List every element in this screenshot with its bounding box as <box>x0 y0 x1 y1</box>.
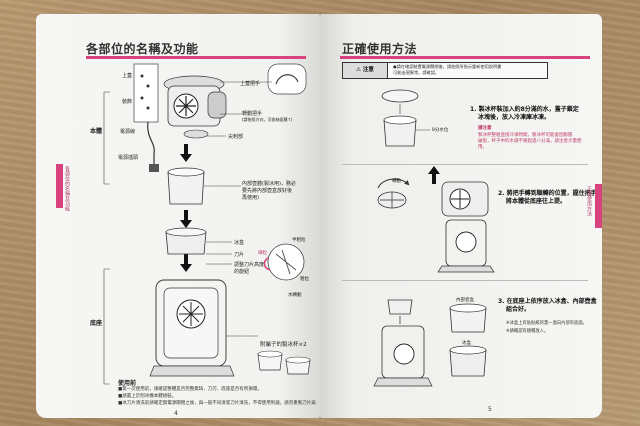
step-divider-2 <box>342 280 588 281</box>
warning-line-2: 可能出現異常，請確認。 <box>393 70 440 75</box>
label-knob-fine: 細粒 <box>258 251 267 256</box>
left-title-underline <box>86 56 306 59</box>
label-blade: 刀片 <box>234 252 245 258</box>
step-3-note-2: ※請確認有順暢放入。 <box>506 329 549 334</box>
label-inner-cup: 內部壺體(製冰用)，務必 <box>242 181 296 187</box>
label-inner-cup-2: 要先將內部壺盒放好後 <box>242 188 293 194</box>
label-knob-coarse: 粗粒 <box>300 277 309 282</box>
warning-box: ⚠ 注意 ●請在確認裝置電源關閉後，請依照所指示重新使用說明書 可能出現異常，請… <box>342 62 548 79</box>
step-1-note-title: 請注意 <box>478 126 492 131</box>
step-1-text-2: 冰塊後，放入冷凍庫冰凍。 <box>478 114 551 121</box>
left-side-tab-text: 各部位的名稱及功能 <box>64 166 70 211</box>
label-inner-cup-3: 再使用) <box>242 195 259 201</box>
label-turn-handle: 轉動把手 <box>242 111 263 117</box>
left-side-tab <box>56 164 63 208</box>
step-2-text: 2. 將把手轉到順轉的位置，握住把手 <box>498 190 597 197</box>
right-side-tab-text: 正確使用方法 <box>586 186 592 216</box>
label-blade-adjust: 調整刀片高度 <box>234 262 265 268</box>
label-blade-part: 尖刺部 <box>228 134 244 140</box>
label-knob-half: 半粗粒 <box>292 238 306 243</box>
step-3-text-2: 組合好。 <box>506 306 531 313</box>
right-side-tab <box>595 184 602 228</box>
step-1-text: 1. 製冰杯裝加入約8分滿的水，蓋子鎖定 <box>470 106 579 113</box>
right-page: 正確使用方法 ⚠ 注意 ●請在確認裝置電源關閉後，請依照所指示重新使用說明書 可… <box>320 14 602 418</box>
label-turn-handle-sub: (請依照方向，可收納面積↑) <box>242 117 293 122</box>
section-body-label: 本體 <box>90 128 103 135</box>
label-decor: 裝飾 <box>122 99 133 105</box>
warning-head: ⚠ 注意 <box>343 63 388 78</box>
step-divider-1 <box>342 164 588 165</box>
usage-line-3: ■冰刀片清洗前請確定無電源關閉之後，與一般不同清潔刀片清洗，不得使用利器，請勿重… <box>118 401 316 406</box>
label-blade-adjust-2: 的旋鈕 <box>234 269 250 275</box>
label-ice-box: 冰盒 <box>234 240 245 246</box>
usage-diagram <box>373 89 495 387</box>
step-1-label: 8分水位 <box>432 128 449 133</box>
label-motor: 電源線 <box>120 129 136 135</box>
warning-line-1: ●請在確認裝置電源關閉後，請依照所指示重新使用說明書 <box>393 64 502 69</box>
usage-line-1: ■第一次使用前，請確認整體是否完整無缺，刀刃、底座是否有所損壞。 <box>118 387 262 392</box>
label-top-cover: 上蓋 <box>122 73 133 79</box>
label-plug: 電源插頭 <box>118 155 139 161</box>
left-page-title: 各部位的名稱及功能 <box>86 42 199 56</box>
page-number-right: 5 <box>488 406 492 413</box>
page-number-left: 4 <box>174 410 178 417</box>
left-page: 各部位的名稱及功能 <box>36 14 320 418</box>
usage-title: 使用前 <box>118 380 137 387</box>
step-1-note-1: 製冰杯整組直接冷凍時間，製冰杯可能會因膨脹 <box>478 133 573 138</box>
parts-diagram <box>103 63 311 385</box>
label-handle-top: 上蓋把手 <box>240 81 261 87</box>
step-3-label-icebox: 冰盒 <box>462 341 471 346</box>
label-ice-cup: 附屬子的製冰杯×2 <box>260 342 307 348</box>
step-2-text-2: 將本體從底座往上提。 <box>506 198 567 205</box>
label-knob-bottom: 水轉動 <box>288 293 302 298</box>
instruction-booklet: 各部位的名稱及功能 <box>36 14 602 418</box>
step-3-label-inner: 內部壺盒 <box>456 298 474 303</box>
step-3-text: 3. 在底座上依序放入冰盒、內部壺盒 <box>498 298 597 305</box>
step-3-note-1: ※冰盒上有貼貼紙的蓋一面向內部有底面。 <box>506 321 587 326</box>
right-title-underline <box>340 56 590 59</box>
usage-line-2: ■請置上於刨冰機本體組裝。 <box>118 394 177 399</box>
step-1-note-2: 破裂，杯子中的水請不要超過八分滿，請注意大量使用。 <box>478 139 582 150</box>
step-2-label: 轉動 <box>392 179 401 184</box>
section-base-label: 底座 <box>90 320 103 327</box>
right-page-title: 正確使用方法 <box>342 42 418 56</box>
